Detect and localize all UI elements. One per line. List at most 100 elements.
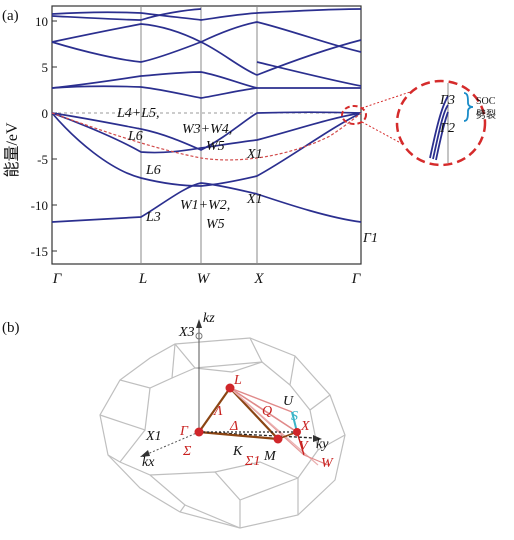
inset-split-label: 劈裂 — [476, 108, 496, 121]
band-cond-6 — [51, 8, 362, 21]
y-tick-label: -5 — [37, 152, 48, 167]
band-cond-5 — [200, 21, 362, 53]
label-Gamma1: Γ1 — [362, 231, 378, 246]
path-gamma-M — [198, 430, 279, 441]
label-U: U — [283, 394, 294, 409]
y-tick-label: -10 — [31, 198, 48, 213]
bz-right-hex — [289, 355, 331, 411]
dashed-reference-curve — [51, 112, 362, 161]
label-W1W2: W1+W2, — [180, 198, 230, 213]
bz-left-face — [99, 387, 151, 431]
bz-top-square — [174, 337, 263, 369]
bz-inner-1 — [171, 367, 196, 379]
X3-marker — [195, 332, 203, 340]
band-cond-7 — [51, 8, 202, 21]
band-cond-1 — [51, 85, 361, 99]
label-Sigma: Σ — [182, 444, 192, 459]
inset-split-brace — [463, 92, 474, 122]
label-M: M — [263, 449, 277, 464]
y-tick-10: 10 — [35, 14, 57, 29]
x-tick-L: L — [138, 271, 147, 287]
inset-band-1 — [429, 95, 449, 159]
label-V: V — [299, 439, 309, 454]
path-X-V — [296, 431, 305, 456]
x-ticks: Γ L W X Γ — [52, 271, 362, 287]
label-L6-lower: L6 — [145, 163, 161, 178]
bz-front-hex — [119, 461, 186, 513]
ky-arrow — [313, 435, 322, 442]
band-curves — [51, 8, 362, 223]
y-tick-5: 5 — [42, 60, 57, 75]
bz-left-face-2 — [107, 429, 146, 463]
point-M — [273, 434, 283, 444]
y-tick-label: 0 — [42, 106, 49, 121]
label-Q: Q — [262, 404, 272, 419]
label-ky: ky — [316, 437, 329, 452]
label-K: K — [232, 444, 243, 459]
label-W5-upper: W5 — [206, 139, 225, 154]
y-tick-label: 5 — [42, 60, 49, 75]
inset-label-gamma3: Γ3 — [439, 93, 455, 108]
point-gamma — [194, 427, 204, 437]
label-kz: kz — [203, 311, 215, 326]
bz-front-3 — [214, 461, 299, 515]
band-cond-3 — [51, 39, 362, 76]
band-cond-8 — [256, 61, 362, 87]
path-gamma-L — [198, 387, 231, 433]
point-X — [293, 428, 301, 436]
plot-frame — [51, 5, 362, 265]
band-valence-3 — [51, 111, 362, 151]
y-ticks: 10 5 0 -5 -10 -15 — [31, 14, 57, 259]
label-L3: L3 — [145, 210, 161, 225]
y-tick-label: -15 — [31, 244, 48, 259]
label-X3: X3 — [178, 325, 195, 340]
panel-b-tag: (b) — [2, 320, 20, 336]
label-X1-upper: X1 — [246, 147, 263, 162]
label-L: L — [233, 373, 242, 388]
panel-a-tag: (a) — [2, 8, 19, 24]
x-tick-gamma-left: Γ — [52, 271, 63, 287]
y-tick-m15: -15 — [31, 244, 57, 259]
inset-label-gamma2: Γ2 — [439, 121, 455, 136]
kx-axis — [144, 431, 200, 456]
label-S: S — [291, 409, 298, 424]
label-Gamma: Γ — [179, 424, 189, 439]
label-L6-upper: L6 — [127, 129, 143, 144]
band-deep — [51, 182, 362, 223]
band-cond-2 — [51, 71, 258, 89]
x-tick-gamma-right: Γ — [351, 271, 362, 287]
bz-front-square — [239, 477, 299, 501]
panel-a: (a) 能量/eV 10 5 0 -5 -10 -15 Γ L W X Γ — [2, 5, 496, 287]
high-symmetry-path — [198, 387, 329, 466]
path-L-U — [229, 387, 293, 413]
y-tick-label: 10 — [35, 14, 48, 29]
zoom-connector-bottom — [361, 121, 433, 161]
kz-arrow — [196, 319, 202, 328]
band-valence-1 — [51, 112, 362, 154]
x-tick-W: W — [197, 271, 211, 287]
point-L — [225, 383, 235, 393]
label-Delta: Δ — [229, 419, 238, 434]
label-W: W — [321, 456, 334, 471]
bz-left-hex — [119, 343, 176, 389]
bz-top-square-inner — [194, 361, 263, 373]
label-kx: kx — [142, 455, 155, 470]
bz-right-3 — [297, 449, 319, 479]
inset-band-3 — [435, 111, 449, 161]
label-X1: X1 — [145, 429, 162, 444]
inset-band-2 — [432, 104, 449, 160]
bz-edges — [99, 337, 346, 529]
label-X1-lower: X1 — [246, 192, 263, 207]
band-labels: L4+L5, L6 L6 L3 W3+W4, W5 X1 W1+W2, W5 X… — [116, 106, 378, 246]
band-cond-4 — [51, 23, 202, 43]
label-X: X — [300, 419, 310, 434]
label-Sigma1: Σ1 — [244, 454, 260, 469]
path-L-M — [229, 387, 279, 440]
bz-inner-2 — [184, 504, 241, 529]
x-tick-X: X — [253, 271, 264, 287]
label-W5-lower: W5 — [206, 217, 225, 232]
path-L-X — [229, 387, 298, 433]
inset-zoom: Γ3 Γ2 SOC 劈裂 — [395, 79, 496, 167]
y-tick-m10: -10 — [31, 198, 57, 213]
y-axis-label: 能量/eV — [3, 122, 21, 178]
